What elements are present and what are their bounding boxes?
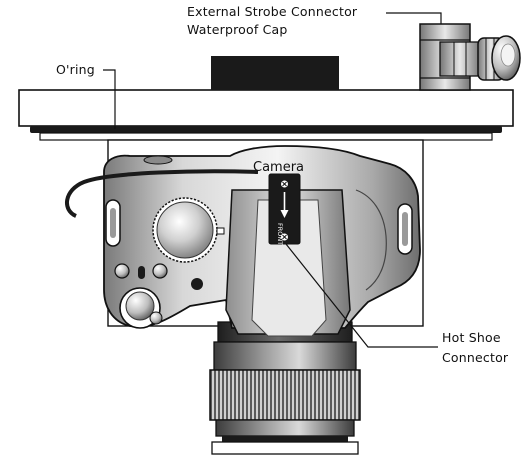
button-right [152,263,168,279]
hot-shoe-label: Hot Shoe [442,330,501,345]
connector-label: Connector [442,350,509,365]
hot-shoe-connector: FRONT [268,173,301,245]
housing-flange [39,132,493,141]
button-dark [191,278,203,290]
housing-top-plate [18,89,514,127]
leader-oring [103,69,116,129]
camera-label: Camera [253,160,305,175]
leader-hotshoe [285,243,438,348]
focus-ring [209,369,361,421]
front-mark-text: FRONT [276,223,284,245]
oring-label: O'ring [56,62,95,77]
waterproof-cap-label: Waterproof Cap [187,22,288,37]
mode-dial [152,197,218,263]
external-strobe-connector [419,23,521,91]
strobe-connector-label: External Strobe Connector [187,4,358,19]
button-slot [138,266,145,279]
dial-indicator [216,227,225,235]
button-left [114,263,130,279]
top-lid-knob [211,56,339,90]
leader-strobe [386,12,442,24]
lens-assembly [209,321,361,455]
camera-body [103,145,421,337]
sync-cable [65,169,259,218]
shutter-knob [119,287,163,329]
oring-band [30,126,502,133]
